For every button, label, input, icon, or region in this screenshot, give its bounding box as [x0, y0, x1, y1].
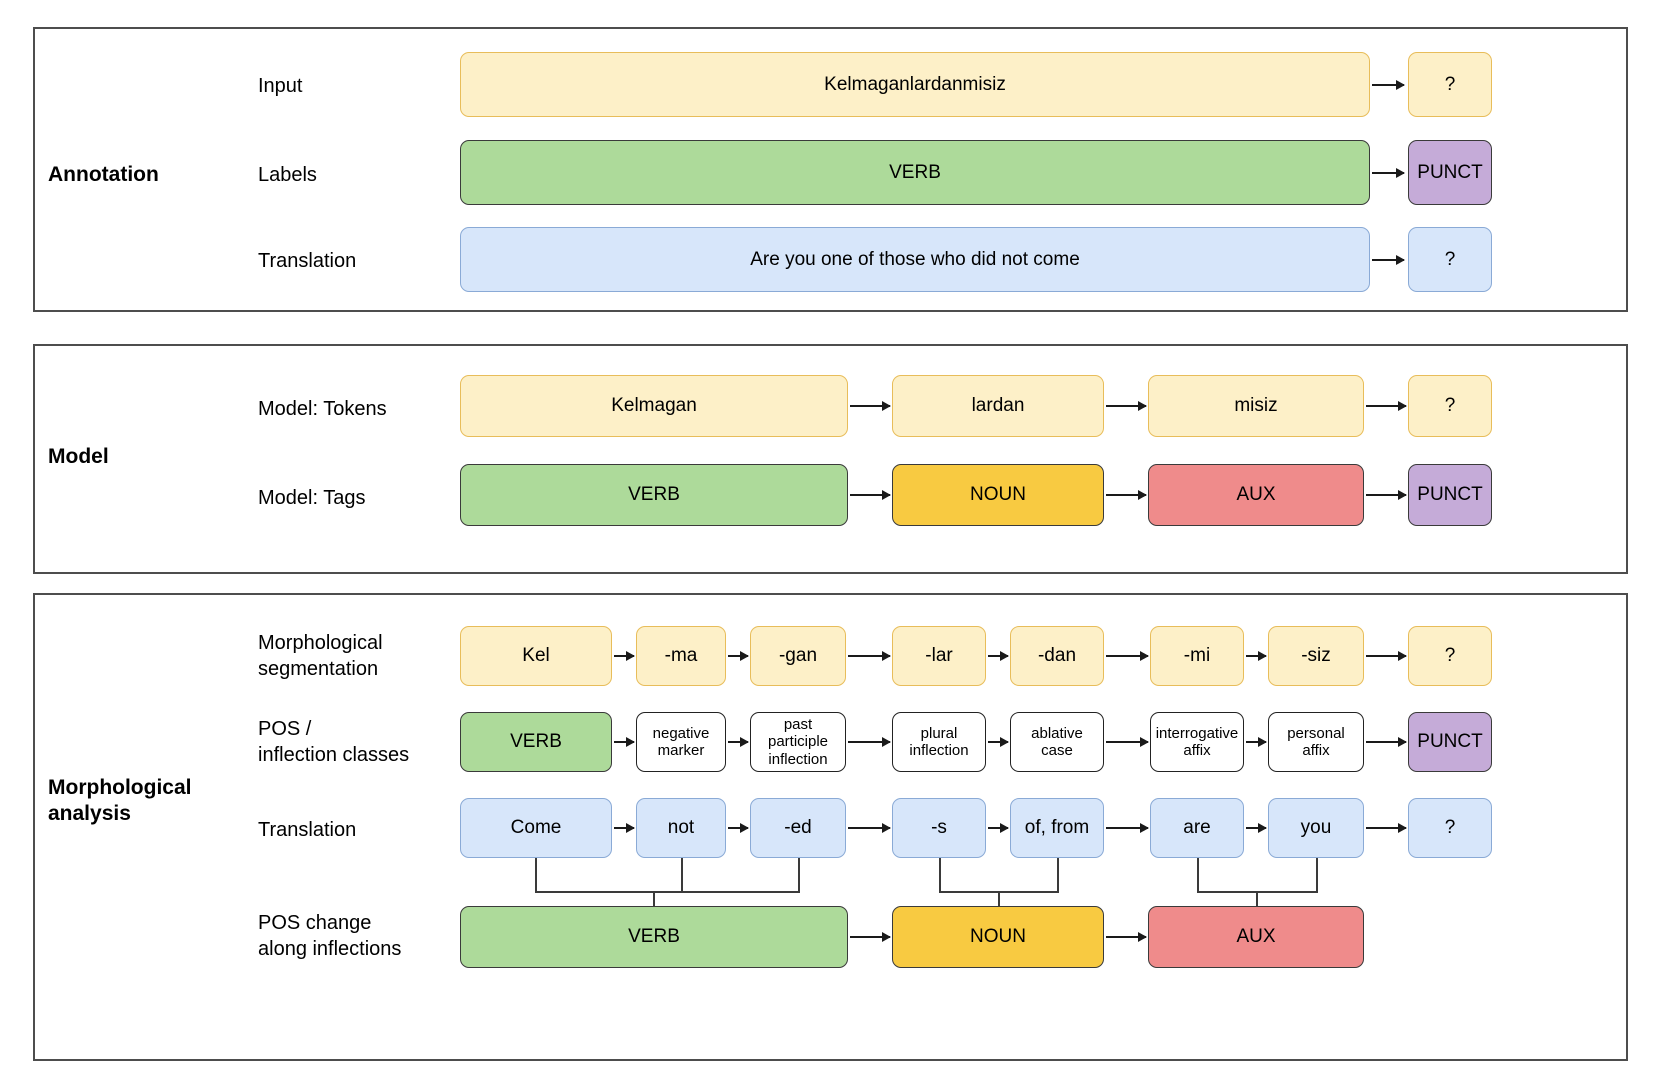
arrow-pos-4-5: [988, 741, 1008, 743]
morph-seg-box-3: -gan: [750, 626, 846, 686]
arrow-pos-1-2: [614, 741, 634, 743]
morph-pos-box-1: VERB: [460, 712, 612, 772]
arrow-token-1-2: [850, 405, 890, 407]
row-label-translation: Translation: [258, 250, 357, 272]
model-token-box-3: misiz: [1148, 375, 1364, 437]
arrow-tag-2-3: [1106, 494, 1146, 496]
row-label-model-tokens: Model: Tokens: [258, 398, 387, 420]
morph-trans-box-7: you: [1268, 798, 1364, 858]
arrow-seg-7-8: [1366, 655, 1406, 657]
morph-section-title: Morphological analysis: [48, 776, 192, 826]
annotation-input-box: Kelmaganlardanmisiz: [460, 52, 1370, 117]
arrow-trans-7-8: [1366, 827, 1406, 829]
row-label-morph-pos-change: POS change along inflections: [258, 912, 402, 960]
arrow-token-3-4: [1366, 405, 1406, 407]
arrow-pos-6-7: [1246, 741, 1266, 743]
arrow-pos-3-4: [848, 741, 890, 743]
morph-pos-box-4: plural inflection: [892, 712, 986, 772]
arrow-pos-5-6: [1106, 741, 1148, 743]
annotation-labels-box: VERB: [460, 140, 1370, 205]
arrow-seg-5-6: [1106, 655, 1148, 657]
morph-pos-box-6: interrogative affix: [1150, 712, 1244, 772]
row-label-input: Input: [258, 75, 303, 97]
annotation-input-tail-box: ?: [1408, 52, 1492, 117]
arrow-trans-1-2: [614, 827, 634, 829]
arrow-input-to-tail: [1372, 84, 1404, 86]
morph-trans-box-8: ?: [1408, 798, 1492, 858]
model-tag-box-1: VERB: [460, 464, 848, 526]
morph-trans-box-3: -ed: [750, 798, 846, 858]
morph-pos-change-box-1: VERB: [460, 906, 848, 968]
arrow-trans-5-6: [1106, 827, 1148, 829]
morph-seg-box-7: -siz: [1268, 626, 1364, 686]
annotation-section-title: Annotation: [48, 163, 159, 186]
row-label-labels: Labels: [258, 164, 317, 186]
arrow-seg-3-4: [848, 655, 890, 657]
arrow-trans-3-4: [848, 827, 890, 829]
model-token-box-1: Kelmagan: [460, 375, 848, 437]
morph-trans-box-4: -s: [892, 798, 986, 858]
arrow-seg-1-2: [614, 655, 634, 657]
model-token-box-2: lardan: [892, 375, 1104, 437]
model-section-title: Model: [48, 445, 109, 468]
arrow-seg-2-3: [728, 655, 748, 657]
arrow-trans-2-3: [728, 827, 748, 829]
row-label-model-tags: Model: Tags: [258, 487, 366, 509]
model-tag-box-4: PUNCT: [1408, 464, 1492, 526]
arrow-tag-3-4: [1366, 494, 1406, 496]
morph-pos-box-8: PUNCT: [1408, 712, 1492, 772]
morph-trans-box-5: of, from: [1010, 798, 1104, 858]
arrow-seg-6-7: [1246, 655, 1266, 657]
morph-trans-box-2: not: [636, 798, 726, 858]
morph-seg-box-1: Kel: [460, 626, 612, 686]
arrow-translation-to-tail: [1372, 259, 1404, 261]
arrow-pos-change-1-2: [850, 936, 890, 938]
arrow-pos-7-8: [1366, 741, 1406, 743]
morph-trans-box-1: Come: [460, 798, 612, 858]
annotation-translation-box: Are you one of those who did not come: [460, 227, 1370, 292]
morph-pos-change-box-2: NOUN: [892, 906, 1104, 968]
arrow-labels-to-punct: [1372, 172, 1404, 174]
annotation-labels-tail-box: PUNCT: [1408, 140, 1492, 205]
arrow-tag-1-2: [850, 494, 890, 496]
morph-seg-box-8: ?: [1408, 626, 1492, 686]
morph-pos-box-5: ablative case: [1010, 712, 1104, 772]
model-tag-box-2: NOUN: [892, 464, 1104, 526]
morph-seg-box-4: -lar: [892, 626, 986, 686]
row-label-morph-pos: POS / inflection classes: [258, 718, 410, 766]
row-label-morph-segmentation: Morphological segmentation: [258, 632, 383, 680]
morph-pos-box-2: negative marker: [636, 712, 726, 772]
morph-pos-box-7: personal affix: [1268, 712, 1364, 772]
morph-seg-box-5: -dan: [1010, 626, 1104, 686]
arrow-seg-4-5: [988, 655, 1008, 657]
morph-seg-box-2: -ma: [636, 626, 726, 686]
morph-seg-box-6: -mi: [1150, 626, 1244, 686]
model-token-box-4: ?: [1408, 375, 1492, 437]
row-label-morph-translation: Translation: [258, 819, 357, 841]
model-tag-box-3: AUX: [1148, 464, 1364, 526]
morph-pos-change-box-3: AUX: [1148, 906, 1364, 968]
arrow-trans-4-5: [988, 827, 1008, 829]
arrow-pos-2-3: [728, 741, 748, 743]
morph-trans-box-6: are: [1150, 798, 1244, 858]
arrow-token-2-3: [1106, 405, 1146, 407]
arrow-trans-6-7: [1246, 827, 1266, 829]
annotation-translation-tail-box: ?: [1408, 227, 1492, 292]
morph-pos-box-3: past participle inflection: [750, 712, 846, 772]
arrow-pos-change-2-3: [1106, 936, 1146, 938]
